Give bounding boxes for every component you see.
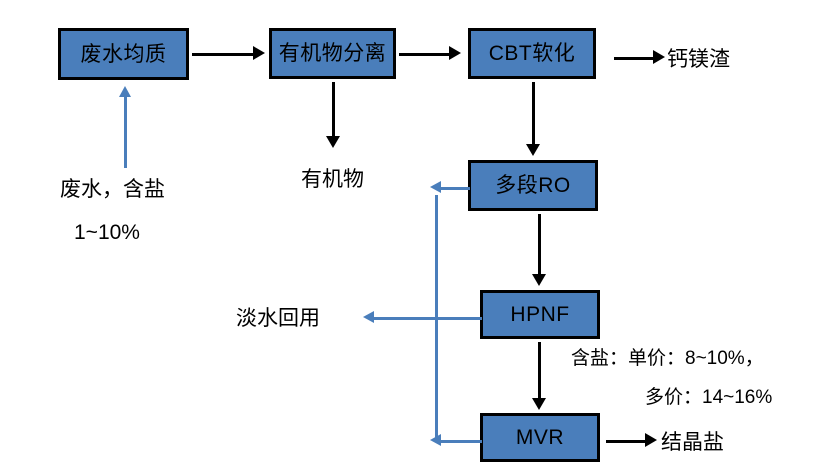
node-organic-separation[interactable]: 有机物分离 [269,28,396,79]
connector-cbt-to-residue [614,57,656,60]
label-salinity-line2: 多价：14~16% [645,387,773,408]
arrowhead-mvr-to-crystal-salt [645,433,657,447]
arrowhead-mvr-to-recycle-trunk [430,434,441,446]
connector-hpnf-to-fresh-water-reuse [372,317,482,320]
label-fresh-water-reuse: 淡水回用 [236,307,320,330]
node-cbt-softening-label: CBT软化 [488,42,576,65]
node-hpnf-label: HPNF [510,303,570,326]
node-cbt-softening[interactable]: CBT软化 [468,28,596,79]
node-multi-stage-ro[interactable]: 多段RO [468,160,598,211]
node-multi-stage-ro-label: 多段RO [495,174,571,197]
node-organic-separation-label: 有机物分离 [278,42,387,65]
arrowhead-organic-separation-to-cbt [449,46,461,60]
connector-mvr-to-recycle-trunk [437,440,482,443]
connector-hpnf-to-mvr [538,342,541,400]
connector-organic-separation-to-cbt [399,53,451,56]
connector-organic-separation-to-organics [332,82,335,138]
connector-ro-to-hpnf [538,214,541,276]
node-homogenize-label: 废水均质 [80,42,167,66]
connector-homogenize-to-organic-separation [192,53,255,56]
node-mvr-label: MVR [515,426,565,449]
label-calcium-magnesium-residue: 钙镁渣 [667,48,730,71]
connector-mvr-to-crystal-salt [606,440,648,443]
label-crystal-salt: 结晶盐 [661,431,724,454]
arrowhead-hpnf-to-mvr [532,398,546,410]
arrowhead-recycle-to-ro [430,181,441,193]
node-hpnf[interactable]: HPNF [480,290,600,339]
connector-cbt-to-ro [532,82,535,146]
arrowhead-ro-to-hpnf [532,274,546,286]
connector-feed-to-homogenize [124,96,127,168]
arrowhead-feed-to-homogenize [119,86,131,97]
node-homogenize[interactable]: 废水均质 [58,28,189,80]
node-mvr[interactable]: MVR [480,413,600,462]
label-feed-line1: 废水，含盐 [60,178,165,201]
arrowhead-organic-separation-to-organics [326,136,340,148]
arrowhead-cbt-to-residue [653,50,665,64]
arrowhead-homogenize-to-organic-separation [253,46,265,60]
label-feed-line2: 1~10% [74,221,140,244]
arrowhead-hpnf-to-fresh-water-reuse [363,311,374,323]
arrowhead-cbt-to-ro [526,144,540,156]
label-organics-output: 有机物 [301,168,364,191]
connector-recycle-to-ro [437,187,470,190]
label-salinity-line1: 含盐：单价：8~10%， [571,348,764,369]
